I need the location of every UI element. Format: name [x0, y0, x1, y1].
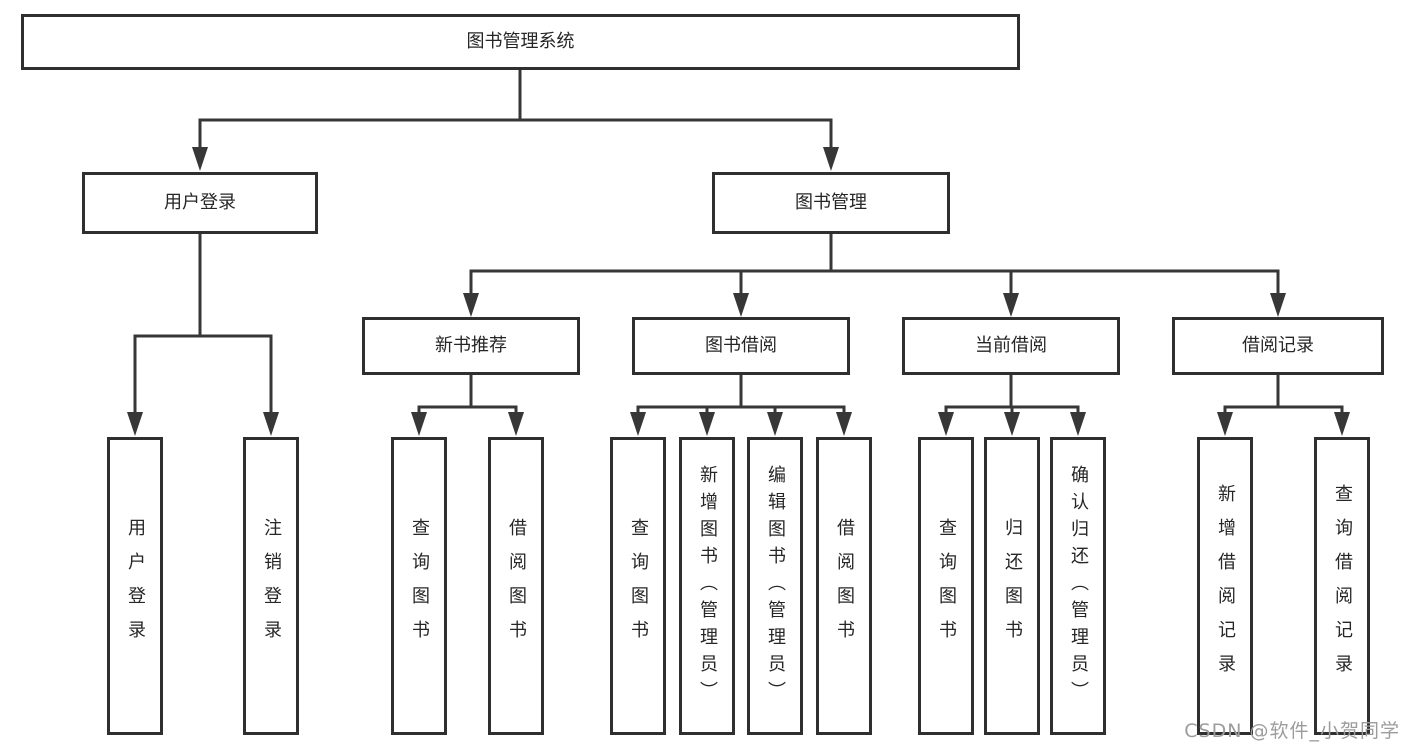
arrowhead-icon [263, 412, 279, 436]
leaf-borrow-add-admin: 新增图书（管理员） [679, 437, 735, 735]
leaf-borrow-query: 查询图书 [610, 437, 666, 735]
leaf-current-return: 归还图书 [984, 437, 1040, 735]
leaf-user-login: 用户登录 [107, 437, 163, 735]
node-borrow-record: 借阅记录 [1172, 317, 1384, 375]
connector-root [198, 70, 833, 150]
connector-book-management [469, 234, 1280, 297]
arrowhead-icon [1270, 293, 1286, 317]
leaf-borrow-book: 借阅图书 [816, 437, 872, 735]
connector-current-borrow [944, 375, 1080, 416]
arrowhead-icon [192, 147, 208, 171]
connector-new-book [417, 375, 518, 416]
leaf-newbook-query: 查询图书 [391, 437, 447, 735]
arrowhead-icon [1004, 412, 1020, 436]
leaf-newbook-borrow: 借阅图书 [488, 437, 544, 735]
watermark: CSDN @软件_小贺同学 [1184, 720, 1400, 742]
arrowhead-icon [508, 412, 524, 436]
arrowhead-icon [630, 412, 646, 436]
leaf-logout: 注销登录 [243, 437, 299, 735]
arrowhead-icon [411, 412, 427, 436]
connector-borrow-record [1223, 375, 1344, 416]
leaf-current-confirm-admin: 确认归还（管理员） [1050, 437, 1106, 735]
node-book-management: 图书管理 [712, 172, 950, 234]
arrowhead-icon [1217, 412, 1233, 436]
node-current-borrow: 当前借阅 [902, 317, 1120, 375]
arrowheads [127, 147, 1350, 436]
connector-user-login [133, 234, 273, 416]
arrowhead-icon [836, 412, 852, 436]
node-root: 图书管理系统 [21, 14, 1020, 70]
arrowhead-icon [733, 293, 749, 317]
leaf-record-query: 查询借阅记录 [1314, 437, 1370, 735]
arrowhead-icon [463, 293, 479, 317]
node-book-borrow: 图书借阅 [632, 317, 850, 375]
arrowhead-icon [1070, 412, 1086, 436]
arrowhead-icon [767, 412, 783, 436]
leaf-borrow-edit-admin: 编辑图书（管理员） [747, 437, 803, 735]
arrowhead-icon [1003, 293, 1019, 317]
node-user-login: 用户登录 [82, 172, 318, 234]
arrowhead-icon [699, 412, 715, 436]
node-new-book-recommend: 新书推荐 [362, 317, 580, 375]
arrowhead-icon [823, 147, 839, 171]
connector-book-borrow [636, 375, 846, 416]
arrowhead-icon [1334, 412, 1350, 436]
leaf-record-add: 新增借阅记录 [1197, 437, 1253, 735]
arrowhead-icon [127, 412, 143, 436]
leaf-current-query: 查询图书 [918, 437, 974, 735]
arrowhead-icon [938, 412, 954, 436]
